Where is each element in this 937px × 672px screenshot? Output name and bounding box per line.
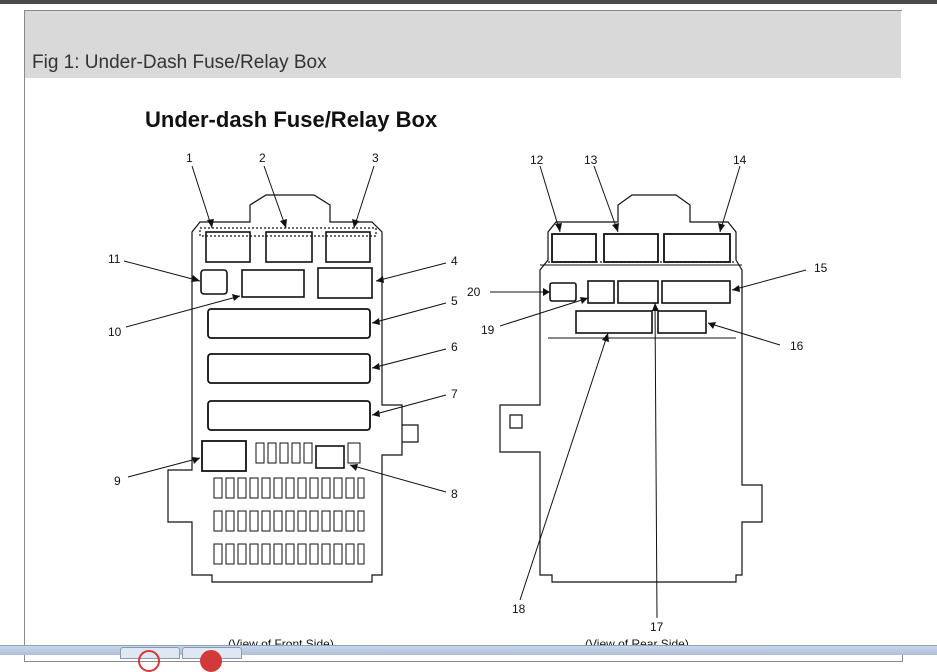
app-icon: [200, 650, 222, 672]
callout-20: 20: [467, 285, 481, 299]
leader-lines: [123, 165, 807, 619]
callout-8: 8: [451, 487, 458, 501]
front-mini-fuse-grid: [213, 442, 365, 565]
front-lower-relays: [201, 440, 345, 472]
front-long-fuses: [207, 308, 371, 431]
scrollbar-area[interactable]: [902, 10, 937, 654]
callout-2: 2: [259, 151, 266, 165]
callout-17: 17: [650, 620, 664, 634]
front-middle-relays: [200, 267, 373, 299]
taskbar-button[interactable]: [120, 647, 180, 672]
callout-7: 7: [451, 387, 458, 401]
figure-header: [25, 11, 901, 78]
figure-frame: [24, 10, 903, 662]
callout-14: 14: [733, 153, 747, 167]
callout-12: 12: [530, 153, 544, 167]
rear-sockets: [549, 280, 731, 334]
taskbar-button[interactable]: [182, 647, 242, 672]
callout-6: 6: [451, 340, 458, 354]
callout-9: 9: [114, 474, 121, 488]
app-icon: [138, 650, 160, 672]
front-box-outline: [167, 194, 419, 583]
figure-caption: Fig 1: Under-Dash Fuse/Relay Box: [32, 52, 327, 73]
callout-11: 11: [108, 252, 121, 266]
callout-15: 15: [814, 261, 828, 275]
rear-box-outline: [499, 194, 763, 583]
leader-arrowheads: [191, 219, 740, 471]
fuse-box-diagram: 1 2 3 4 5 6 7 8 9 10 11 12 13 14 15 16 1…: [108, 151, 828, 651]
callout-4: 4: [451, 254, 458, 268]
callout-10: 10: [108, 325, 122, 339]
callout-3: 3: [372, 151, 379, 165]
callout-19: 19: [481, 323, 495, 337]
front-top-relays: [205, 231, 371, 263]
callout-16: 16: [790, 339, 804, 353]
taskbar: [0, 645, 937, 655]
callout-13: 13: [584, 153, 598, 167]
rear-callouts: 12 13 14 15 16 17 18 19 20: [467, 153, 828, 634]
diagram-title: Under-dash Fuse/Relay Box: [145, 107, 438, 132]
front-callouts: 1 2 3 4 5 6 7 8 9 10 11: [108, 151, 458, 501]
callout-18: 18: [512, 602, 526, 616]
rear-top-connectors: [551, 233, 731, 263]
callout-1: 1: [186, 151, 193, 165]
callout-5: 5: [451, 294, 458, 308]
window-top-edge: [0, 0, 937, 4]
